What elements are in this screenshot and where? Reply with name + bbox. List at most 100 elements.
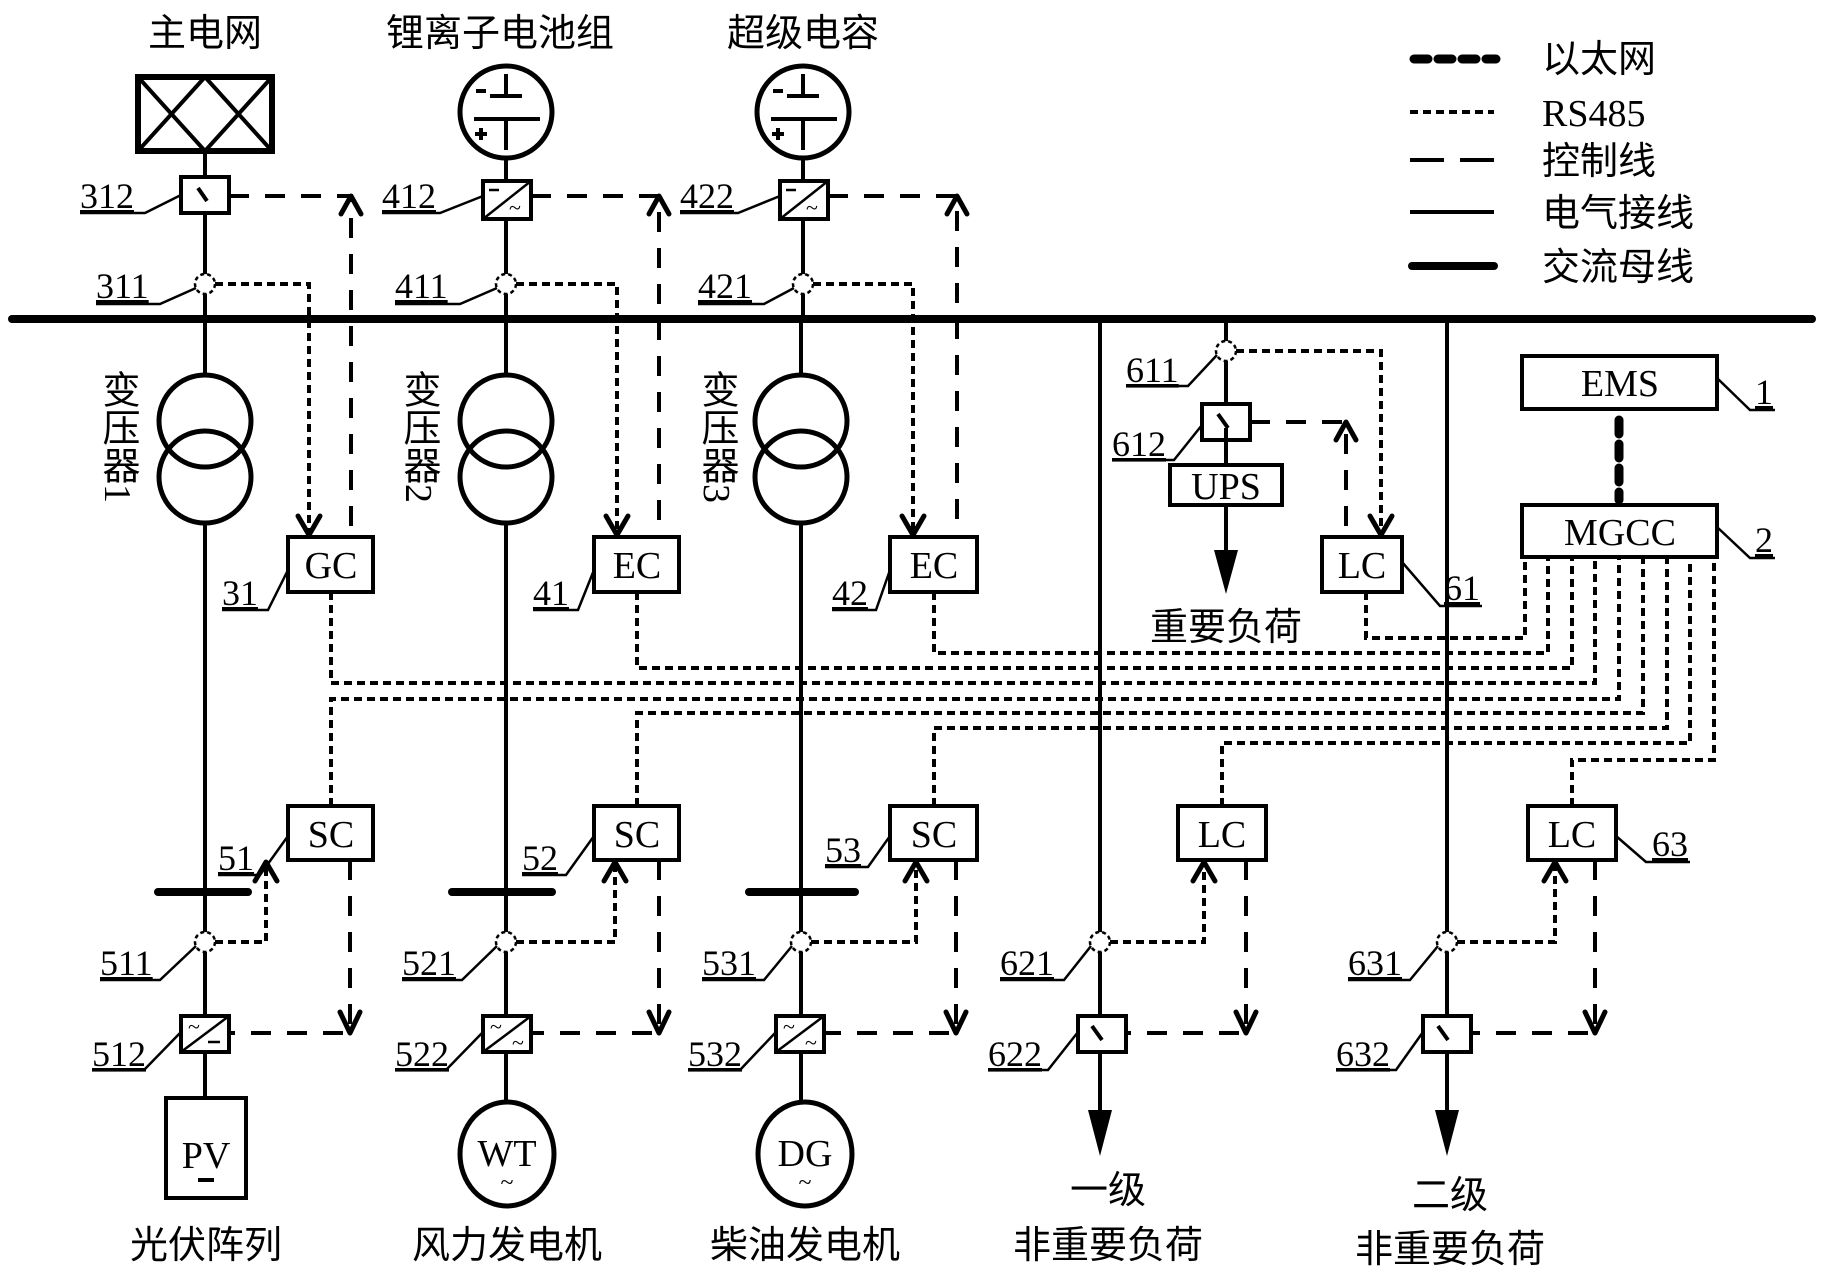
leader-622 xyxy=(988,1031,1079,1072)
lc2-label: LC xyxy=(1198,814,1247,856)
ct-411-icon xyxy=(494,272,518,296)
battery-label: 锂离子电池组 xyxy=(386,13,614,55)
ct-511-icon xyxy=(193,930,217,954)
ems-id: 1 xyxy=(1755,372,1773,412)
breaker-632-icon xyxy=(1421,1014,1473,1054)
lc-63[interactable]: LC 63 xyxy=(1526,804,1690,864)
pv-array-icon: PV xyxy=(164,1096,248,1200)
leader-531 xyxy=(702,945,793,982)
ct-611-icon xyxy=(1214,339,1238,363)
ups-label: UPS xyxy=(1191,466,1261,508)
noncritical-load-2-arrow-icon xyxy=(1435,1110,1459,1156)
transformer-1: 变压器1 xyxy=(96,319,254,1100)
noncritical-load-2-branch: 631 632 二级 非重要负荷 xyxy=(1336,319,1608,1271)
main-grid-label: 主电网 xyxy=(148,13,262,55)
lc-62[interactable]: LC xyxy=(1176,804,1268,862)
converter-522-icon: ~ ~ xyxy=(481,1014,533,1055)
mgcc-id: 2 xyxy=(1755,520,1773,560)
ems-label: EMS xyxy=(1581,363,1659,405)
converter-412-icon: ~ xyxy=(481,179,533,221)
breaker-612-icon xyxy=(1200,402,1252,442)
converter-522-ac-in: ~ xyxy=(490,1014,502,1039)
breaker-622-icon xyxy=(1076,1014,1128,1054)
ec-41[interactable]: EC 41 xyxy=(533,535,681,613)
sc1-label: SC xyxy=(308,814,354,856)
legend-ethernet-label: 以太网 xyxy=(1542,39,1656,81)
gc-31[interactable]: GC 31 xyxy=(222,535,375,613)
dg-symbol: DG xyxy=(778,1133,833,1175)
label-511: 511 xyxy=(100,943,153,983)
label-612: 612 xyxy=(1112,424,1166,464)
noncritical-load-1-branch: 621 622 一级 非重要负荷 xyxy=(988,319,1259,1267)
label-531: 531 xyxy=(702,943,756,983)
label-632: 632 xyxy=(1336,1034,1390,1074)
critical-load-arrow-icon xyxy=(1214,550,1238,594)
rs485-backbone xyxy=(329,557,1716,806)
legend-acbus-label: 交流母线 xyxy=(1542,247,1694,289)
leader-631 xyxy=(1348,945,1439,982)
leader-311 xyxy=(96,286,197,306)
ct-531-icon xyxy=(789,930,813,954)
converter-532-ac-in: ~ xyxy=(783,1014,795,1039)
leader-532 xyxy=(688,1031,777,1072)
sc3-label: SC xyxy=(911,814,957,856)
label-622: 622 xyxy=(988,1034,1042,1074)
legend-electrical-label: 电气接线 xyxy=(1542,193,1694,235)
supercap-icon xyxy=(754,63,852,161)
battery-branch: 锂离子电池组 ~ 412 411 xyxy=(382,13,614,319)
sc2-id: 52 xyxy=(522,838,558,878)
gc-id: 31 xyxy=(222,573,258,613)
ct-631-icon xyxy=(1435,930,1459,954)
wt-symbol: WT xyxy=(477,1133,536,1175)
lc1-label: LC xyxy=(1338,545,1387,587)
wind-turbine-icon: WT ~ xyxy=(457,1099,557,1209)
lc-61[interactable]: LC 61 xyxy=(1320,535,1482,608)
sc-52[interactable]: SC 52 xyxy=(522,804,681,878)
leader-512 xyxy=(92,1031,182,1072)
dg-label: 柴油发电机 xyxy=(710,1225,900,1267)
ec2-id: 42 xyxy=(832,573,868,613)
ct-521-icon xyxy=(494,930,518,954)
sc-53[interactable]: SC 53 xyxy=(825,804,979,870)
leader-411 xyxy=(395,286,498,306)
lc1-id: 61 xyxy=(1444,568,1480,608)
breaker-312-icon xyxy=(179,175,231,215)
ems-1[interactable]: EMS 1 xyxy=(1520,354,1775,412)
leader-621 xyxy=(1000,945,1092,982)
ec-42[interactable]: EC 42 xyxy=(832,535,979,613)
label-532: 532 xyxy=(688,1034,742,1074)
ct-421-icon xyxy=(791,272,815,296)
converter-422-icon: ~ xyxy=(778,179,830,221)
transformer-1-label: 变压器1 xyxy=(96,370,139,503)
label-421: 421 xyxy=(698,266,752,306)
sc-local-lines xyxy=(215,859,969,1036)
noncritical-load-1-level: 一级 xyxy=(1070,1170,1146,1212)
label-422: 422 xyxy=(680,176,734,216)
sc3-id: 53 xyxy=(825,830,861,870)
transformer-3: 变压器3 xyxy=(695,319,850,1105)
ec1-id: 41 xyxy=(533,573,569,613)
diesel-generator-icon: DG ~ xyxy=(755,1099,855,1209)
lc3-label: LC xyxy=(1548,814,1597,856)
pv-label: 光伏阵列 xyxy=(130,1225,282,1267)
wt-ac-symbol: ~ xyxy=(501,1170,514,1196)
main-grid-branch: 主电网 312 311 xyxy=(80,13,275,319)
mgcc-2[interactable]: MGCC 2 xyxy=(1520,503,1775,560)
leader-421 xyxy=(698,286,795,306)
legend-control-label: 控制线 xyxy=(1542,141,1656,183)
supercap-label: 超级电容 xyxy=(727,13,879,55)
pv-branch: 511 ~ 512 PV 光伏阵列 xyxy=(92,888,282,1267)
pv-symbol: PV xyxy=(182,1135,231,1177)
ups-box: UPS xyxy=(1168,463,1284,508)
transformer-2-label: 变压器2 xyxy=(397,370,440,503)
ec2-label: EC xyxy=(910,545,959,587)
lc3-id: 63 xyxy=(1652,824,1688,864)
converter-512-icon: ~ xyxy=(179,1014,231,1054)
sc-51[interactable]: SC 51 xyxy=(218,804,375,878)
critical-load-label: 重要负荷 xyxy=(1150,607,1302,649)
noncritical-load-2-label: 非重要负荷 xyxy=(1355,1229,1545,1271)
control-lines-top xyxy=(229,193,970,537)
leader-412 xyxy=(382,194,484,215)
noncritical-load-1-arrow-icon xyxy=(1088,1110,1112,1156)
